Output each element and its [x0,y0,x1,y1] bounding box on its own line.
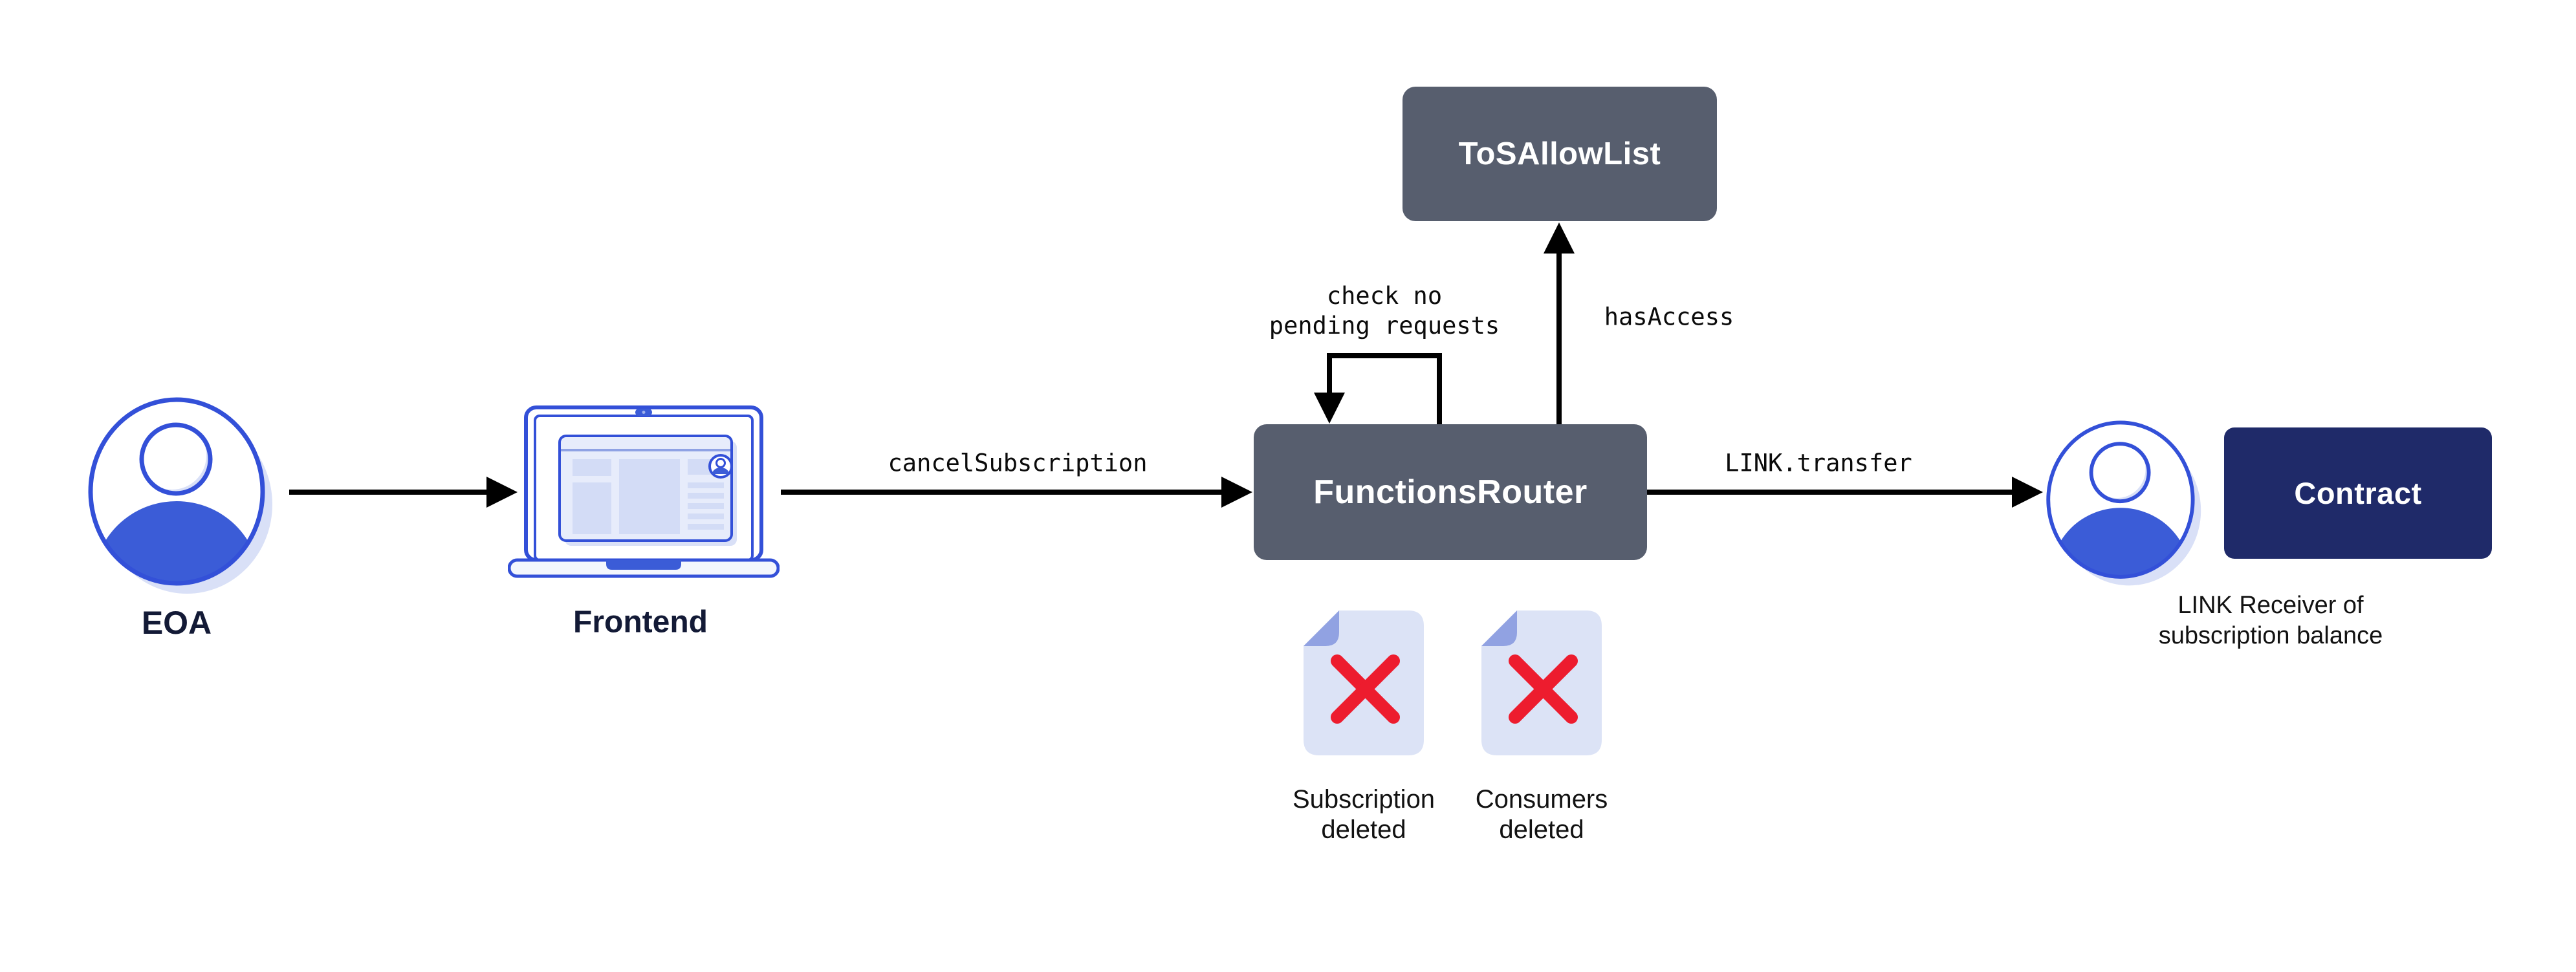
edge-label-check-line2: pending requests [1269,312,1500,340]
edge-label-cancel-subscription: cancelSubscription [888,449,1148,477]
frontend-laptop-icon [508,405,780,578]
delete-x-icon [1509,654,1578,724]
edge-label-link-transfer: LINK.transfer [1725,449,1912,477]
node-contract: Contract [2224,427,2492,559]
arrow-router-self-loop [1314,353,1442,425]
link-receiver-label-line1: LINK Receiver of [2178,592,2364,619]
edge-label-has-access: hasAccess [1604,303,1734,331]
node-tos-allow-list: ToSAllowList [1403,87,1717,221]
node-functions-router: FunctionsRouter [1254,424,1647,560]
frontend-label: Frontend [573,605,708,640]
node-tos-allow-list-label: ToSAllowList [1458,136,1661,171]
edge-label-check-no-pending-requests: check no pending requests [1269,281,1500,341]
subscription-deleted-line2: deleted [1321,815,1406,844]
link-receiver-label-line2: subscription balance [2158,622,2383,649]
subscription-deleted-label: Subscription deleted [1293,784,1435,845]
subscription-deleted-line1: Subscription [1292,785,1435,814]
eoa-label: EOA [141,605,212,641]
subscription-deleted-document-icon [1304,610,1424,755]
arrow-eoa-to-frontend [289,477,518,508]
node-contract-label: Contract [2294,476,2422,510]
arrow-router-to-tos [1544,222,1575,425]
link-receiver-label: LINK Receiver of subscription balance [2159,590,2383,651]
delete-x-icon [1331,654,1400,724]
arrow-router-to-receiver [1647,477,2043,508]
eoa-user-avatar-icon [88,397,272,594]
consumers-deleted-label: Consumers deleted [1476,784,1608,845]
consumers-deleted-line2: deleted [1499,815,1584,844]
arrow-frontend-to-router [781,477,1252,508]
screen-user-avatar-icon [708,454,733,479]
consumers-deleted-line1: Consumers [1475,785,1608,814]
edge-label-check-line1: check no [1326,282,1443,310]
consumers-deleted-document-icon [1481,610,1602,755]
node-functions-router-label: FunctionsRouter [1313,473,1588,511]
link-receiver-avatar-icon [2046,420,2201,586]
